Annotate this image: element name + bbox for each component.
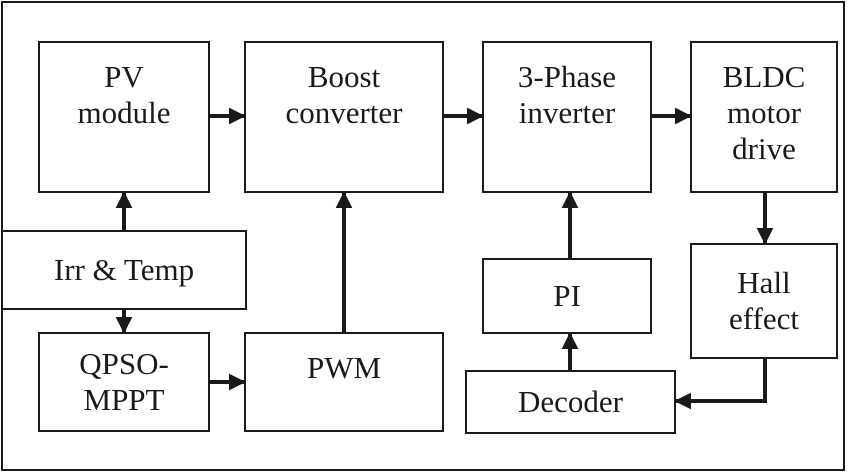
bldc-motor-drive-block: BLDC motor drive bbox=[690, 41, 838, 193]
pwm-block: PWM bbox=[244, 332, 444, 432]
bldc-motor-drive-label-line3: drive bbox=[732, 131, 796, 166]
hall-effect-label-line1: Hall bbox=[737, 265, 791, 300]
irr-temp-label: Irr & Temp bbox=[53, 252, 195, 287]
pv-module-label-line1: PV bbox=[104, 59, 144, 94]
irr-temp-block: Irr & Temp bbox=[1, 230, 247, 310]
qpso-mppt-label-line1: QPSO- bbox=[79, 346, 169, 381]
pi-block: PI bbox=[482, 258, 652, 334]
boost-converter-label-line2: converter bbox=[285, 95, 403, 130]
decoder-block: Decoder bbox=[465, 370, 676, 434]
pv-module-label-line2: module bbox=[77, 95, 171, 130]
qpso-mppt-block: QPSO- MPPT bbox=[38, 332, 210, 432]
bldc-motor-drive-label-line1: BLDC bbox=[722, 59, 806, 94]
hall-effect-label-line2: effect bbox=[729, 301, 799, 336]
three-phase-inverter-block: 3-Phase inverter bbox=[482, 41, 652, 193]
hall-effect-block: Hall effect bbox=[690, 243, 838, 359]
decoder-label: Decoder bbox=[518, 384, 623, 419]
pi-label: PI bbox=[553, 278, 581, 313]
pv-module-block: PV module bbox=[38, 41, 210, 193]
three-phase-inverter-label-line2: inverter bbox=[518, 95, 616, 130]
boost-converter-block: Boost converter bbox=[244, 41, 444, 193]
qpso-mppt-label-line2: MPPT bbox=[83, 382, 165, 417]
boost-converter-label-line1: Boost bbox=[307, 59, 381, 94]
three-phase-inverter-label-line1: 3-Phase bbox=[517, 59, 617, 94]
bldc-motor-drive-label-line2: motor bbox=[726, 95, 802, 130]
pwm-label: PWM bbox=[306, 350, 382, 385]
